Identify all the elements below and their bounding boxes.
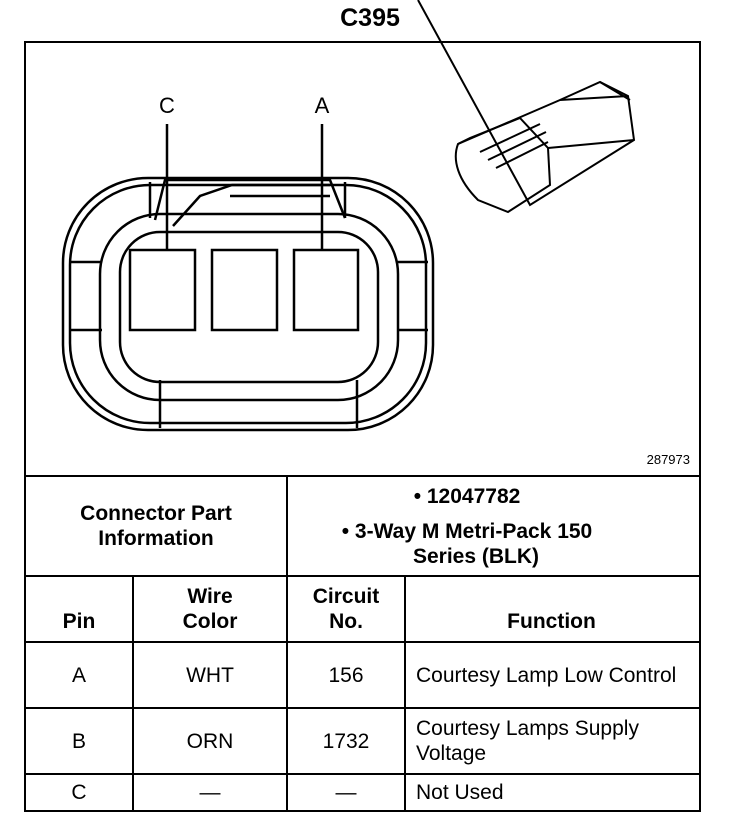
row-a-pin: A <box>71 663 86 687</box>
connector-info-label: Connector Part Information <box>80 502 232 550</box>
row-b-wire-color: ORN <box>186 729 234 753</box>
row-a-circuit: 156 <box>328 663 364 687</box>
pin-c-cavity <box>128 248 197 332</box>
connector-title: C395 <box>340 4 400 32</box>
row-c-circuit: — <box>335 781 357 804</box>
connector-outer-shell <box>61 176 435 432</box>
row-a-function: Courtesy Lamp Low Control <box>416 663 677 687</box>
row-b-function: Courtesy Lamps Supply Voltage <box>416 717 639 765</box>
connector-isometric-view <box>417 0 636 214</box>
connector-frame <box>24 41 701 812</box>
pin-label-a: A <box>315 93 330 118</box>
pin-b-cavity <box>210 248 279 332</box>
header-wire-color: Wire Color <box>182 585 238 633</box>
row-b-circuit: 1732 <box>322 729 370 753</box>
row-c-pin: C <box>71 781 87 804</box>
row-b-pin: B <box>71 729 86 753</box>
row-c-wire-color: — <box>199 781 221 804</box>
header-circuit-no: Circuit No. <box>312 585 380 633</box>
row-c-function: Not Used <box>416 781 504 804</box>
part-number: • 12047782 <box>413 484 521 508</box>
connector-face-diagram: C A <box>61 0 636 432</box>
connector-type: • 3-Way M Metri-Pack 150 Series (BLK) <box>341 519 593 568</box>
header-function: Function <box>507 609 596 633</box>
row-a-wire-color: WHT <box>186 663 234 687</box>
pin-label-c: C <box>159 93 175 118</box>
pin-a-cavity <box>292 248 360 332</box>
connector-info-list: • 12047782 • 3-Way M Metri-Pack 150 Seri… <box>288 477 697 575</box>
figure-number: 287973 <box>646 452 690 467</box>
header-pin: Pin <box>62 609 96 633</box>
